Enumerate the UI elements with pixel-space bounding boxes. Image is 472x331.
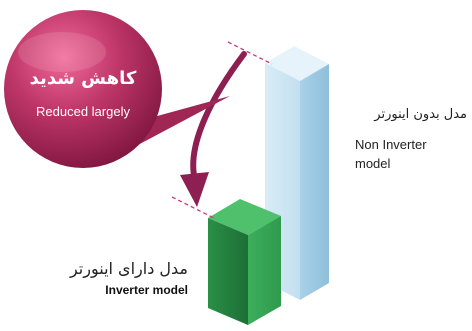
tall-bar-guide-line (227, 41, 273, 65)
inverter-label-fa: مدل دارای اینورتر (69, 259, 188, 278)
badge-title-fa: کاهش شدید (29, 68, 137, 89)
badge-subtitle-en: Reduced largely (36, 104, 130, 119)
non-inverter-label-en-line1: Non Inverter (355, 137, 427, 152)
inverter-bar (208, 199, 281, 325)
inverter-label-en: Inverter model (105, 283, 188, 297)
non-inverter-label-en-line2: model (355, 156, 391, 171)
reduction-arrow (180, 51, 247, 207)
non-inverter-label-fa: مدل بدون اینورتر (374, 107, 467, 122)
reduction-badge (4, 10, 230, 168)
short-bar-guide-line (171, 196, 215, 219)
